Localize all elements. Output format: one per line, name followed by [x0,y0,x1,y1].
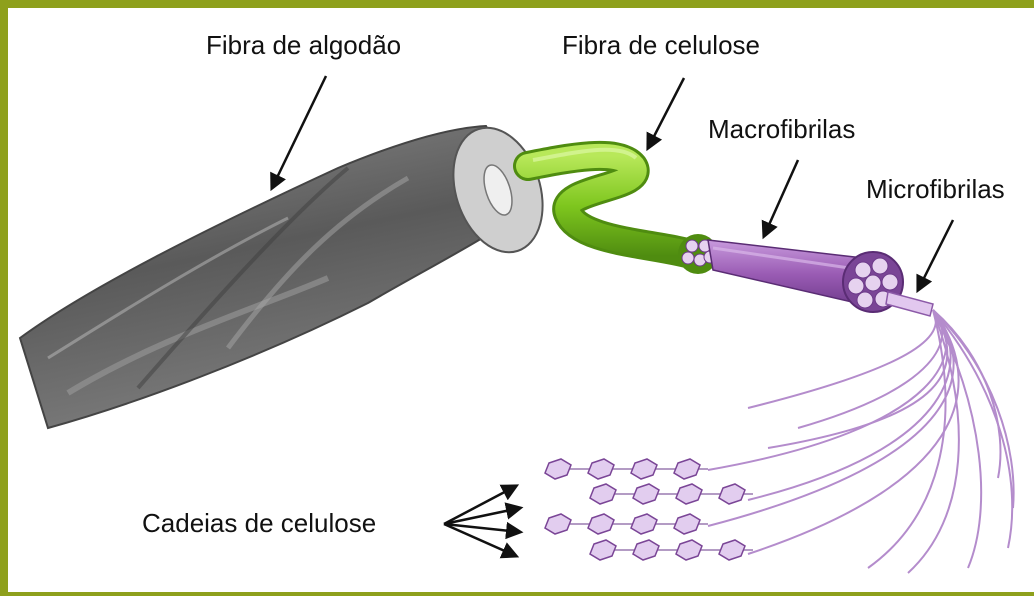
cellulose-strands [708,310,1014,573]
arrow-microfibrils [918,220,953,290]
chain-row [590,540,753,560]
chain-row [590,484,753,504]
chain-row [545,459,708,479]
fiber-structure-illustration [8,8,1034,592]
arrow-cotton-fiber [272,76,326,188]
cotton-fiber [20,116,558,428]
label-cotton-fiber: Fibra de algodão [206,32,401,58]
label-macrofibrils: Macrofibrilas [708,116,855,142]
arrow-cellulose-fiber [648,78,684,148]
label-cellulose-fiber: Fibra de celulose [562,32,760,58]
cellulose-fiber [528,150,718,274]
chain-row [545,514,708,534]
arrow-macrofibrils [764,160,798,236]
arrow-chain-2 [444,508,520,524]
label-microfibrils: Microfibrilas [866,176,1005,202]
cellulose-chains [545,459,753,560]
label-cellulose-chains: Cadeias de celulose [142,510,376,536]
arrow-chain-1 [444,486,516,524]
microfibril [886,292,933,316]
macrofibril [708,240,903,312]
